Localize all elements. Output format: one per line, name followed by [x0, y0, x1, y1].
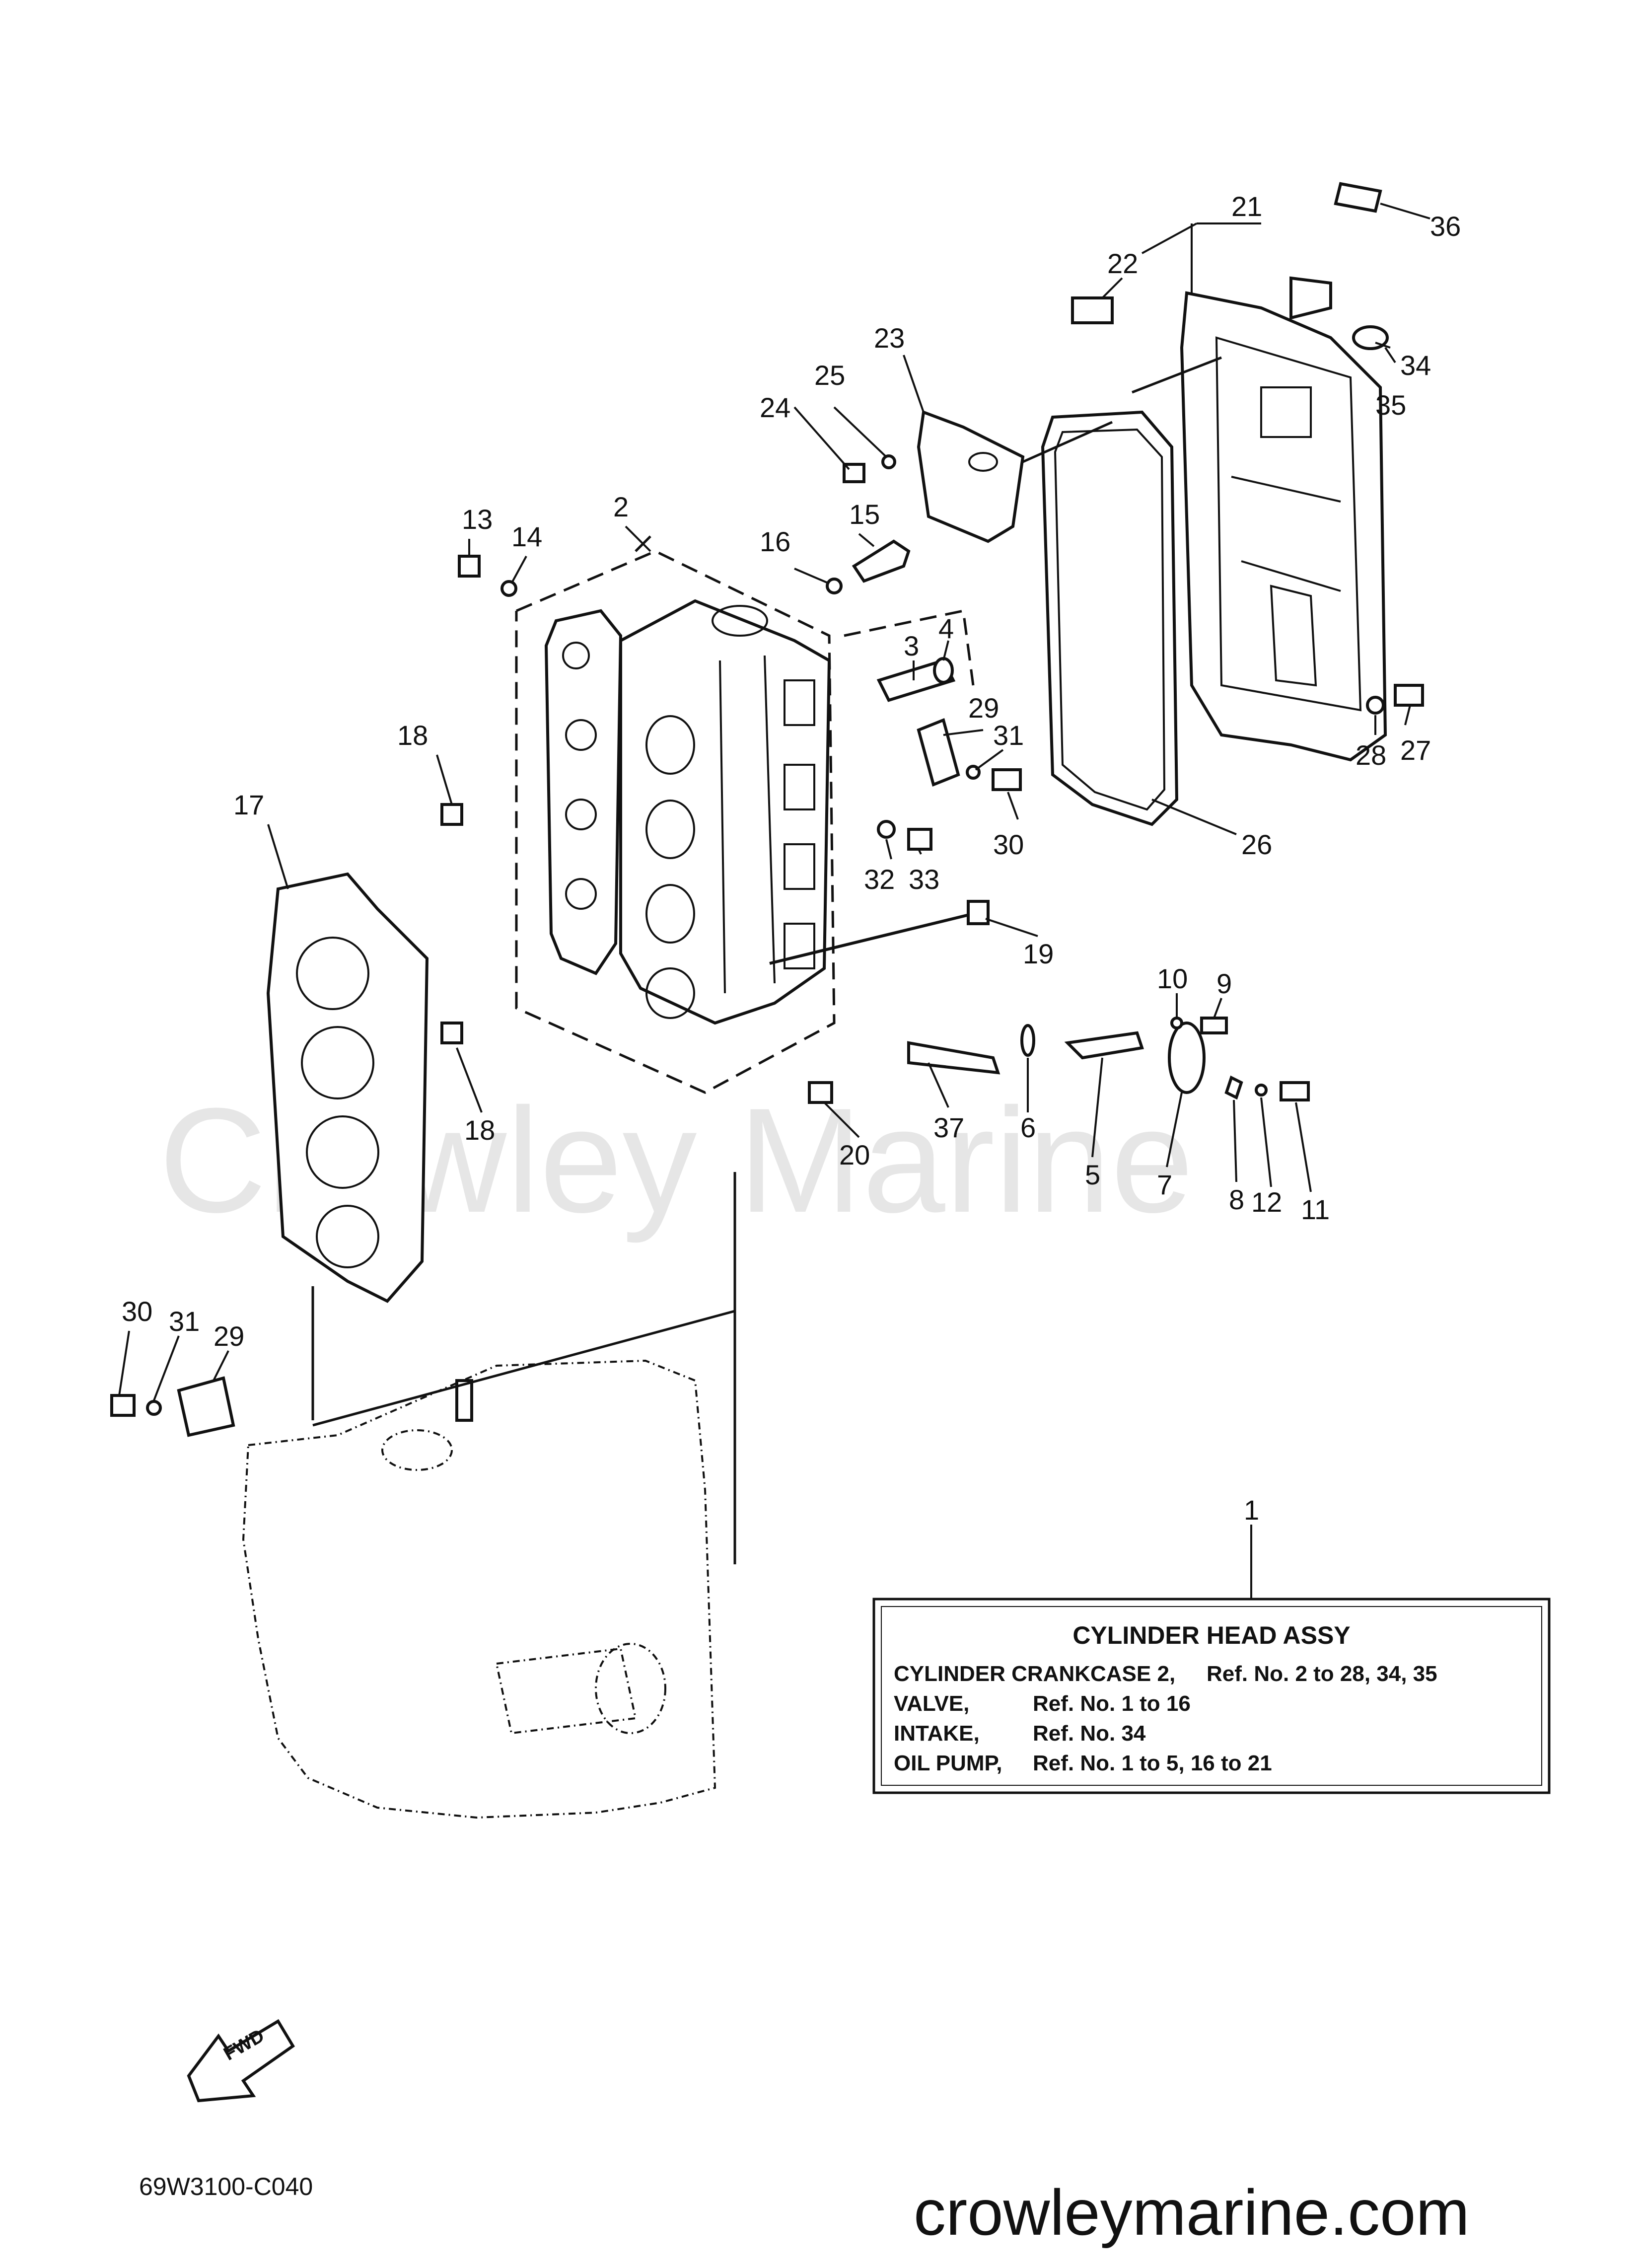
callout-8: 8	[1229, 1184, 1244, 1215]
callout-13: 13	[462, 504, 493, 535]
assembly-row-name: OIL PUMP,	[894, 1751, 1002, 1775]
callout-15: 15	[849, 499, 880, 530]
callout-17: 17	[233, 789, 264, 820]
cover-plate	[917, 410, 1025, 543]
head-gasket	[266, 872, 429, 1303]
callout-33: 33	[909, 864, 939, 895]
assembly-row-name: CYLINDER CRANKCASE 2,	[894, 1662, 1175, 1686]
callout-4: 4	[938, 613, 954, 644]
callout-12: 12	[1251, 1186, 1282, 1218]
crankcase	[242, 1172, 736, 1819]
callout-29b: 29	[214, 1320, 244, 1352]
callout-30a: 30	[993, 829, 1024, 860]
assembly-row-refs: Ref. No. 34	[1033, 1721, 1146, 1746]
callout-18a: 18	[397, 720, 428, 751]
cover-gasket	[1041, 410, 1179, 826]
callout-34: 34	[1400, 350, 1431, 381]
callout-25: 25	[814, 360, 845, 391]
leader-lines	[118, 203, 1430, 1599]
diagram-code: 69W3100-C040	[139, 2173, 313, 2200]
callout-24: 24	[760, 392, 790, 423]
assembly-box-title: CYLINDER HEAD ASSY	[1072, 1621, 1350, 1649]
callout-3: 3	[904, 630, 919, 661]
callout-32: 32	[864, 864, 895, 895]
callout-35: 35	[1375, 389, 1406, 421]
callout-7: 7	[1157, 1169, 1172, 1200]
callout-26: 26	[1241, 829, 1272, 860]
callout-31a: 31	[993, 720, 1024, 751]
assembly-row-refs: Ref. No. 1 to 5, 16 to 21	[1033, 1751, 1272, 1775]
assembly-row-refs: Ref. No. 1 to 16	[1033, 1691, 1191, 1716]
assembly-row-refs: Ref. No. 2 to 28, 34, 35	[1207, 1662, 1437, 1686]
callout-28: 28	[1356, 739, 1386, 771]
website-url: crowleymarine.com	[914, 2176, 1470, 2249]
callout-29a: 29	[968, 692, 999, 724]
callout-31b: 31	[169, 1306, 200, 1337]
callout-23: 23	[874, 322, 905, 354]
callout-5: 5	[1085, 1159, 1100, 1190]
assembly-row-name: INTAKE,	[894, 1721, 980, 1746]
callout-6: 6	[1020, 1112, 1036, 1143]
callout-1: 1	[1244, 1494, 1259, 1526]
callout-30b: 30	[122, 1296, 152, 1327]
callout-37: 37	[933, 1112, 964, 1143]
assembly-row-name: VALVE,	[894, 1691, 969, 1716]
valve-cover	[1180, 291, 1387, 762]
callout-11: 11	[1301, 1194, 1330, 1225]
callout-16: 16	[760, 526, 790, 557]
callout-9: 9	[1216, 968, 1232, 999]
callout-19: 19	[1023, 938, 1054, 969]
callouts: 1 2 3 4 5 6 7 8 9 10 11 12 13 14 15 16 1…	[122, 191, 1461, 1526]
callout-2: 2	[613, 491, 629, 522]
callout-27: 27	[1400, 734, 1431, 766]
callout-20: 20	[839, 1139, 870, 1171]
callout-10: 10	[1157, 963, 1188, 994]
callout-18b: 18	[464, 1114, 495, 1146]
callout-22: 22	[1107, 248, 1138, 279]
callout-21: 21	[1231, 191, 1262, 222]
cylinder-head	[544, 599, 831, 1025]
small-parts	[110, 182, 1424, 1437]
callout-36: 36	[1430, 211, 1461, 242]
fwd-arrow-icon: FWD	[187, 2019, 295, 2103]
assembly-box: CYLINDER HEAD ASSY CYLINDER CRANKCASE 2,…	[872, 1598, 1551, 1794]
callout-14: 14	[511, 521, 542, 552]
